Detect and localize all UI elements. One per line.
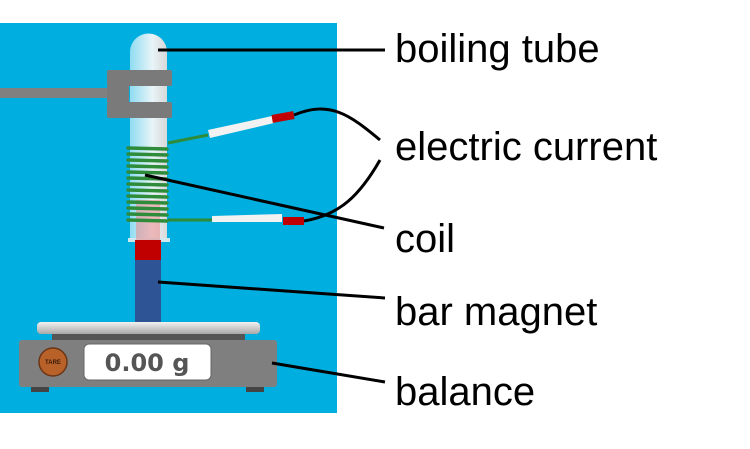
leader-bar-magnet [157, 280, 386, 300]
coil-turn [126, 188, 169, 193]
bar-magnet-south [135, 260, 161, 322]
coil-turn [126, 170, 169, 175]
coil-turn [126, 200, 169, 205]
coil-turn [126, 164, 169, 169]
wire-top [293, 107, 381, 142]
coil-turn [126, 218, 169, 223]
leader-coil [144, 173, 385, 230]
leader-balance [271, 361, 386, 384]
label-boiling-tube: boiling tube [395, 27, 600, 71]
balance-reading: 0.00 g [105, 349, 190, 377]
coil-turn [126, 194, 169, 199]
tare-label: TARE [45, 360, 61, 366]
clamp [107, 70, 172, 86]
label-coil: coil [395, 217, 455, 261]
coil-turn [126, 206, 169, 211]
label-bar-magnet: bar magnet [395, 290, 597, 334]
wire-bottom [303, 159, 382, 223]
crocodile-clip-bottom [212, 214, 282, 222]
balance-platform [37, 322, 260, 334]
balance-display [83, 343, 212, 381]
coil-turn [126, 152, 169, 157]
tare-button[interactable]: TARE [38, 347, 68, 377]
coil-turn [126, 146, 169, 151]
crocodile-clip-top [208, 116, 274, 138]
coil-turn [126, 182, 169, 187]
label-electric-current: electric current [395, 125, 657, 169]
label-balance: balance [395, 370, 535, 414]
bar-magnet-north [135, 240, 161, 260]
clamp-rod [0, 88, 110, 98]
coil-turn [126, 158, 169, 163]
coil-turn [126, 212, 169, 217]
